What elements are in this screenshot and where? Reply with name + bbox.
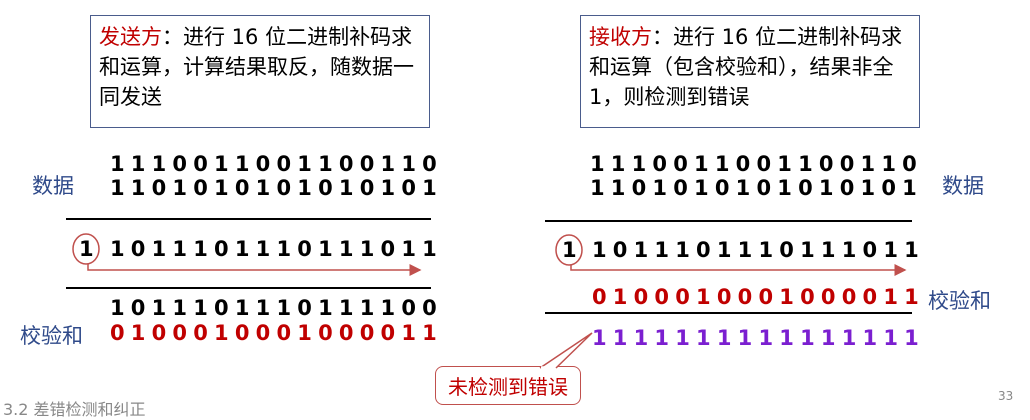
sender-description-box: 发送方：进行 16 位二进制补码求和运算，计算结果取反，随数据一同发送: [90, 15, 430, 128]
sender-result-row: 1011101110111100: [110, 296, 443, 320]
sender-data-row-2: 1101010101010101: [110, 176, 443, 200]
receiver-checksum-label: 校验和: [928, 289, 991, 313]
receiver-description: ：进行 16 位二进制补码求和运算（包含校验和），结果非全1，则检测到错误: [589, 25, 903, 109]
sender-carry-arrow: [87, 264, 422, 276]
receiver-role: 接收方: [589, 25, 652, 49]
receiver-sum-row: 1011101110111011: [592, 238, 925, 262]
receiver-description-box: 接收方：进行 16 位二进制补码求和运算（包含校验和），结果非全1，则检测到错误: [580, 15, 920, 128]
no-error-callout: 未检测到错误: [435, 366, 581, 405]
sender-checksum-label: 校验和: [20, 324, 83, 348]
receiver-data-row-1: 1110011001100110: [590, 152, 923, 176]
callout-pointer: [539, 332, 593, 369]
receiver-checksum-row: 0100010001000011: [592, 285, 925, 309]
receiver-sum-line: [545, 220, 912, 222]
receiver-result-line: [545, 312, 912, 314]
receiver-result-row: 1111111111111111: [592, 326, 925, 350]
sender-sum-row: 1011101110111011: [110, 237, 443, 261]
section-footer: 3.2 差错检测和纠正: [3, 400, 146, 419]
sender-data-label: 数据: [32, 174, 74, 198]
receiver-carry-bit: 1: [562, 238, 583, 262]
sender-result-line: [66, 287, 431, 289]
sender-role: 发送方: [99, 25, 162, 49]
receiver-data-row-2: 1101010101010101: [590, 176, 923, 200]
sender-checksum-row: 0100010001000011: [110, 321, 443, 345]
page-number: 33: [998, 389, 1014, 403]
receiver-carry-arrow: [570, 264, 907, 276]
sender-description: ：进行 16 位二进制补码求和运算，计算结果取反，随数据一同发送: [99, 25, 414, 109]
sender-data-row-1: 1110011001100110: [110, 152, 443, 176]
receiver-data-label: 数据: [942, 174, 984, 198]
sender-carry-bit: 1: [79, 237, 100, 261]
sender-sum-line: [66, 218, 431, 220]
